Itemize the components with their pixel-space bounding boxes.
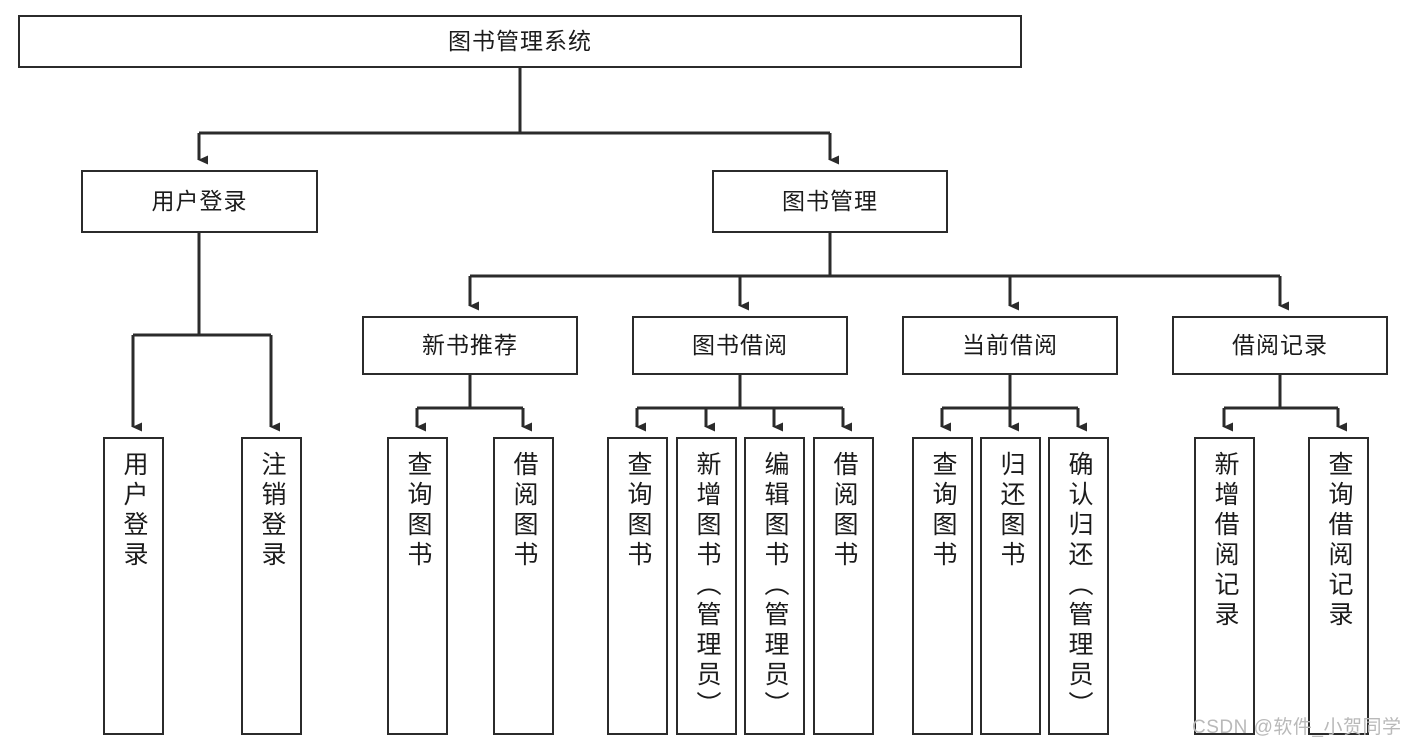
node-leaf-query-borrow-record[interactable]: 查询借阅记录 xyxy=(1308,437,1369,735)
node-borrow-record[interactable]: 借阅记录 xyxy=(1172,316,1388,375)
node-book-management[interactable]: 图书管理 xyxy=(712,170,948,233)
node-label: 新书推荐 xyxy=(422,332,518,359)
node-leaf-add-book-admin[interactable]: 新增图书（管理员） xyxy=(676,437,737,735)
node-label: 归还图书 xyxy=(997,451,1025,571)
node-leaf-edit-book-admin[interactable]: 编辑图书（管理员） xyxy=(744,437,805,735)
node-user-login[interactable]: 用户登录 xyxy=(81,170,318,233)
node-leaf-return-book[interactable]: 归还图书 xyxy=(980,437,1041,735)
node-root-system[interactable]: 图书管理系统 xyxy=(18,15,1022,68)
node-label: 确认归还（管理员） xyxy=(1065,451,1093,721)
node-book-borrow[interactable]: 图书借阅 xyxy=(632,316,848,375)
node-leaf-query-book-recommend[interactable]: 查询图书 xyxy=(387,437,448,735)
node-label: 图书借阅 xyxy=(692,332,788,359)
node-leaf-confirm-return-admin[interactable]: 确认归还（管理员） xyxy=(1048,437,1109,735)
node-leaf-borrow-book[interactable]: 借阅图书 xyxy=(813,437,874,735)
node-label: 借阅图书 xyxy=(510,451,538,571)
node-label: 查询图书 xyxy=(929,451,957,571)
node-label: 注销登录 xyxy=(258,451,286,571)
node-label: 当前借阅 xyxy=(962,332,1058,359)
node-leaf-add-borrow-record[interactable]: 新增借阅记录 xyxy=(1194,437,1255,735)
node-label: 借阅图书 xyxy=(830,451,858,571)
node-current-borrow[interactable]: 当前借阅 xyxy=(902,316,1118,375)
node-label: 借阅记录 xyxy=(1232,332,1328,359)
node-label: 图书管理 xyxy=(782,188,878,215)
node-label: 用户登录 xyxy=(151,188,248,215)
node-leaf-query-book-current[interactable]: 查询图书 xyxy=(912,437,973,735)
node-label: 查询图书 xyxy=(624,451,652,571)
node-new-book-recommend[interactable]: 新书推荐 xyxy=(362,316,578,375)
node-label: 查询图书 xyxy=(404,451,432,571)
node-label: 用户登录 xyxy=(120,451,148,571)
node-leaf-borrow-book-recommend[interactable]: 借阅图书 xyxy=(493,437,554,735)
node-label: 新增借阅记录 xyxy=(1211,451,1239,631)
node-leaf-query-book[interactable]: 查询图书 xyxy=(607,437,668,735)
node-label: 图书管理系统 xyxy=(448,28,592,55)
csdn-watermark: CSDN @软件_小贺同学 xyxy=(1192,717,1402,738)
node-label: 查询借阅记录 xyxy=(1325,451,1353,631)
node-leaf-logout[interactable]: 注销登录 xyxy=(241,437,302,735)
node-label: 编辑图书（管理员） xyxy=(761,451,789,721)
node-leaf-user-login[interactable]: 用户登录 xyxy=(103,437,164,735)
node-label: 新增图书（管理员） xyxy=(693,451,721,721)
